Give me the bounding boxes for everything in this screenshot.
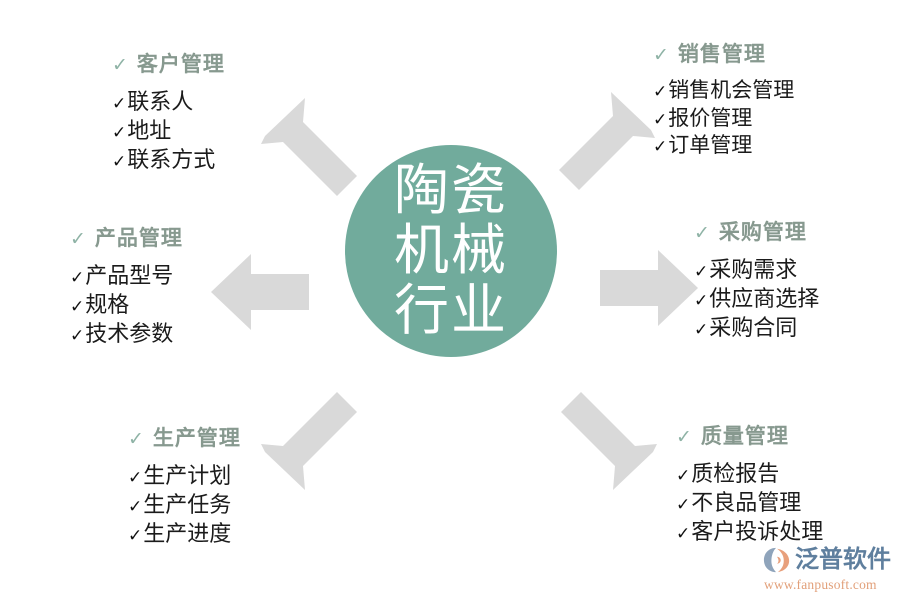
section-purchase-list: ✓ 采购需求 ✓ 供应商选择 ✓ 采购合同 xyxy=(694,255,819,342)
list-item: ✓ 采购合同 xyxy=(694,313,819,342)
list-item: ✓ 订单管理 xyxy=(653,132,794,160)
logo-website-url: www.fanpusoft.com xyxy=(764,577,877,592)
arrow-up-right-icon xyxy=(551,82,663,194)
check-icon: ✓ xyxy=(70,297,85,318)
list-item: ✓ 地址 xyxy=(112,116,225,145)
list-item-label: 产品型号 xyxy=(85,263,174,288)
center-circle: 陶瓷 机械 行业 xyxy=(345,145,557,357)
list-item-label: 供应商选择 xyxy=(709,286,820,312)
center-line-1: 陶瓷 xyxy=(393,160,508,222)
list-item: ✓ 联系方式 xyxy=(112,145,225,174)
list-item: ✓ 销售机会管理 xyxy=(653,77,794,105)
list-item-label: 规格 xyxy=(85,292,130,318)
check-icon: ✓ xyxy=(70,268,85,288)
list-item: ✓ 质检报告 xyxy=(676,459,823,488)
arrow-right-icon xyxy=(596,246,700,330)
section-purchase-title: 采购管理 xyxy=(718,220,807,244)
list-item-label: 报价管理 xyxy=(668,106,753,130)
check-icon: ✓ xyxy=(653,82,668,102)
check-icon: ✓ xyxy=(112,54,128,76)
check-icon: ✓ xyxy=(676,426,692,448)
list-item-label: 采购需求 xyxy=(709,257,798,282)
list-item-label: 联系方式 xyxy=(127,147,216,173)
list-item: ✓ 联系人 xyxy=(112,87,225,116)
logo-company-name: 泛普软件 xyxy=(795,546,891,573)
check-icon: ✓ xyxy=(653,109,668,130)
section-product-management: ✓ 产品管理 ✓ 产品型号 ✓ 规格 ✓ 技术参数 xyxy=(70,222,183,348)
check-icon: ✓ xyxy=(694,291,709,312)
check-icon: ✓ xyxy=(676,524,691,545)
arrow-up-left-icon xyxy=(253,88,365,200)
section-quality-title: 质量管理 xyxy=(700,424,789,448)
list-item: ✓ 客户投诉处理 xyxy=(676,517,823,546)
list-item-label: 生产进度 xyxy=(143,521,232,547)
list-item-label: 不良品管理 xyxy=(691,490,802,516)
section-quality-heading: ✓ 质量管理 xyxy=(676,420,823,450)
fanpu-logo-icon xyxy=(763,547,790,573)
list-item: ✓ 生产进度 xyxy=(128,519,241,548)
center-line-2: 机械 xyxy=(393,220,508,282)
list-item: ✓ 规格 xyxy=(70,290,183,319)
check-icon: ✓ xyxy=(112,94,127,114)
logo-row: 泛普软件 xyxy=(762,546,891,574)
check-icon: ✓ xyxy=(128,428,144,450)
list-item-label: 联系人 xyxy=(127,89,194,114)
check-icon: ✓ xyxy=(70,228,86,250)
check-icon: ✓ xyxy=(70,326,85,347)
list-item-label: 订单管理 xyxy=(668,134,753,158)
list-item: ✓ 产品型号 xyxy=(70,261,183,290)
section-customer-management: ✓ 客户管理 ✓ 联系人 ✓ 地址 ✓ 联系方式 xyxy=(112,48,225,174)
section-sales-list: ✓ 销售机会管理 ✓ 报价管理 ✓ 订单管理 xyxy=(653,77,794,160)
arrow-left-icon xyxy=(209,250,313,334)
list-item: ✓ 不良品管理 xyxy=(676,488,823,517)
section-customer-title: 客户管理 xyxy=(136,52,225,76)
check-icon: ✓ xyxy=(128,497,143,518)
list-item-label: 客户投诉处理 xyxy=(691,519,824,545)
section-purchase-heading: ✓ 采购管理 xyxy=(694,216,819,246)
list-item: ✓ 生产任务 xyxy=(128,490,241,519)
section-product-title: 产品管理 xyxy=(94,226,183,250)
check-icon: ✓ xyxy=(694,262,709,282)
section-customer-list: ✓ 联系人 ✓ 地址 ✓ 联系方式 xyxy=(112,87,225,174)
check-icon: ✓ xyxy=(128,526,143,547)
section-purchase-management: ✓ 采购管理 ✓ 采购需求 ✓ 供应商选择 ✓ 采购合同 xyxy=(694,216,819,342)
section-quality-management: ✓ 质量管理 ✓ 质检报告 ✓ 不良品管理 ✓ 客户投诉处理 xyxy=(676,420,823,546)
list-item-label: 地址 xyxy=(127,118,172,144)
check-icon: ✓ xyxy=(694,222,710,244)
check-icon: ✓ xyxy=(694,320,709,341)
list-item: ✓ 报价管理 xyxy=(653,105,794,133)
check-icon: ✓ xyxy=(653,137,668,158)
check-icon: ✓ xyxy=(112,152,127,173)
center-line-3: 行业 xyxy=(393,279,508,341)
check-icon: ✓ xyxy=(676,466,691,486)
section-production-title: 生产管理 xyxy=(152,426,241,450)
list-item-label: 生产任务 xyxy=(143,492,232,518)
arrow-down-right-icon xyxy=(553,388,665,500)
check-icon: ✓ xyxy=(128,468,143,488)
section-product-heading: ✓ 产品管理 xyxy=(70,222,183,252)
arrow-down-left-icon xyxy=(253,388,365,500)
list-item: ✓ 技术参数 xyxy=(70,319,183,348)
section-production-heading: ✓ 生产管理 xyxy=(128,422,241,452)
section-production-list: ✓ 生产计划 ✓ 生产任务 ✓ 生产进度 xyxy=(128,461,241,548)
section-sales-management: ✓ 销售管理 ✓ 销售机会管理 ✓ 报价管理 ✓ 订单管理 xyxy=(653,38,794,160)
check-icon: ✓ xyxy=(653,44,669,66)
section-sales-heading: ✓ 销售管理 xyxy=(653,38,794,68)
list-item: ✓ 供应商选择 xyxy=(694,284,819,313)
section-production-management: ✓ 生产管理 ✓ 生产计划 ✓ 生产任务 ✓ 生产进度 xyxy=(128,422,241,548)
list-item: ✓ 采购需求 xyxy=(694,255,819,284)
list-item-label: 质检报告 xyxy=(691,461,780,486)
list-item-label: 销售机会管理 xyxy=(668,79,795,102)
check-icon: ✓ xyxy=(112,123,127,144)
section-quality-list: ✓ 质检报告 ✓ 不良品管理 ✓ 客户投诉处理 xyxy=(676,459,823,546)
list-item-label: 生产计划 xyxy=(143,463,232,488)
watermark-logo: 泛普软件 www.fanpusoft.com xyxy=(762,546,894,594)
section-product-list: ✓ 产品型号 ✓ 规格 ✓ 技术参数 xyxy=(70,261,183,348)
list-item-label: 采购合同 xyxy=(709,315,798,341)
section-sales-title: 销售管理 xyxy=(677,42,766,66)
check-icon: ✓ xyxy=(676,495,691,516)
list-item: ✓ 生产计划 xyxy=(128,461,241,490)
list-item-label: 技术参数 xyxy=(85,321,174,347)
section-customer-heading: ✓ 客户管理 xyxy=(112,48,225,78)
